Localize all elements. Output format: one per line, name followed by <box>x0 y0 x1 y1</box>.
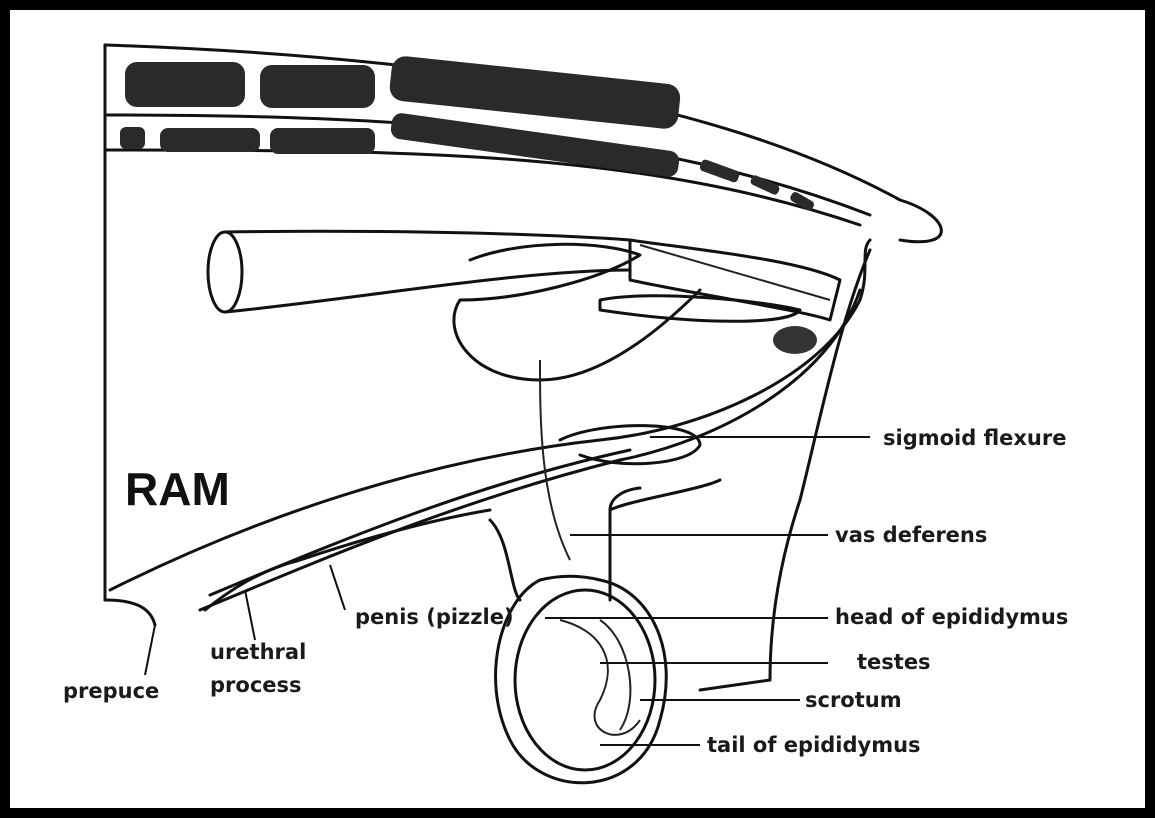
label-head-of-epididymus: head of epididymus <box>835 605 1068 629</box>
label-urethral-process-line1: urethral <box>210 640 306 664</box>
scrotum-and-testes <box>496 360 667 783</box>
label-scrotum: scrotum <box>805 688 902 712</box>
label-prepuce: prepuce <box>63 679 159 703</box>
label-sigmoid-flexure: sigmoid flexure <box>883 426 1066 450</box>
penis-and-sigmoid-flexure <box>110 240 870 610</box>
label-tail-of-epididymus: tail of epididymus <box>707 733 921 757</box>
label-testes: testes <box>857 650 931 674</box>
label-vas-deferens: vas deferens <box>835 523 987 547</box>
label-urethral-process-line2: process <box>210 673 302 697</box>
label-penis: penis (pizzle) <box>355 605 514 629</box>
title-ram: RAM <box>125 463 230 515</box>
vertebral-column <box>105 45 941 600</box>
